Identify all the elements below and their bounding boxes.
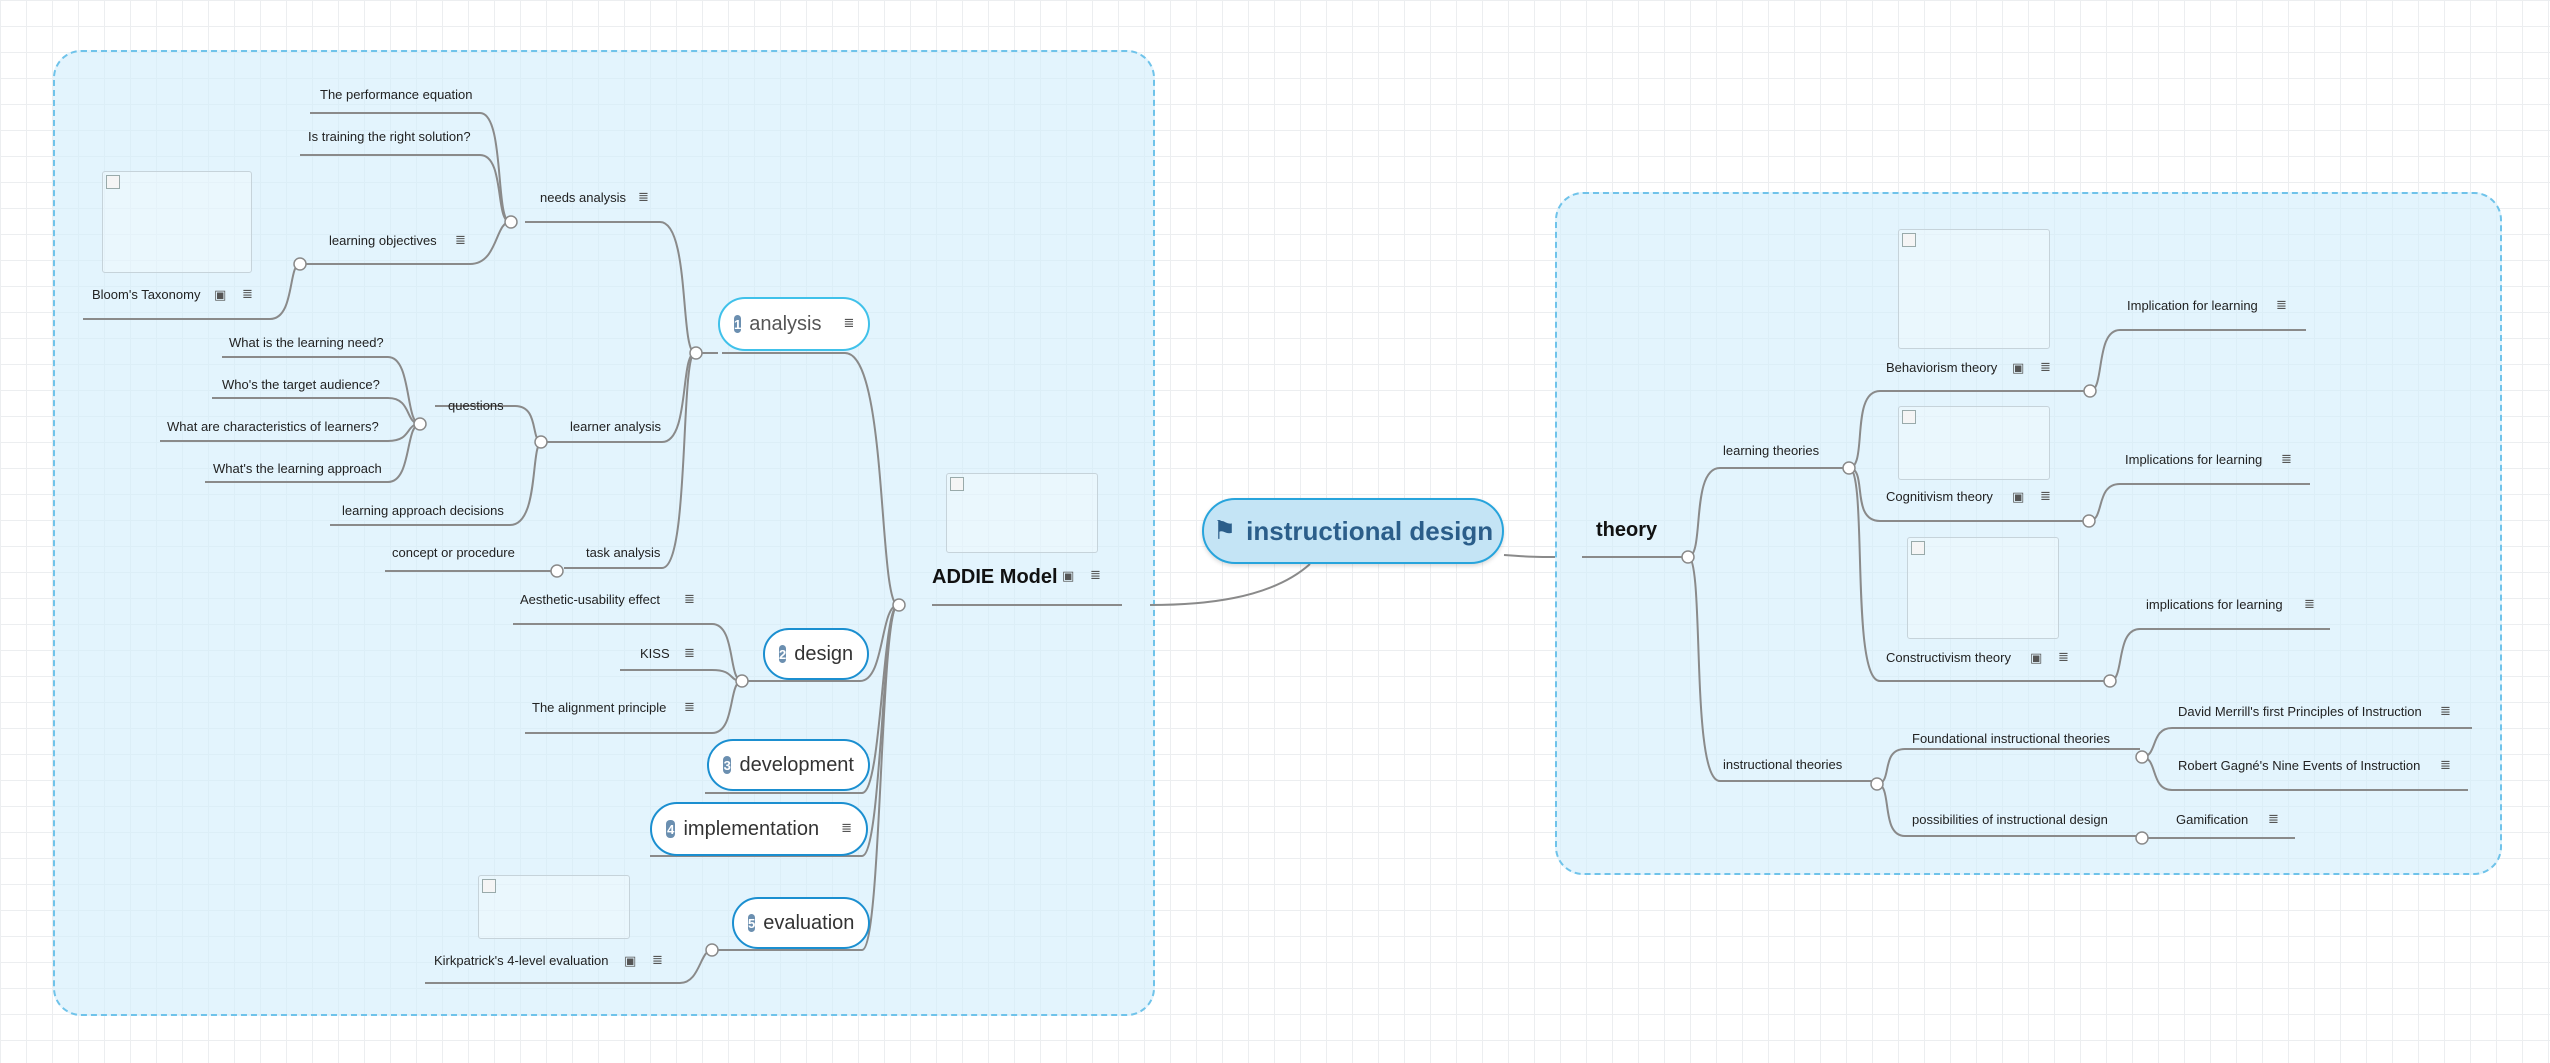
notes-icon[interactable]: ≣ bbox=[2058, 650, 2069, 665]
cognitivism-implications[interactable]: Implications for learning bbox=[2125, 452, 2263, 467]
training-right-solution[interactable]: Is training the right solution? bbox=[308, 129, 471, 144]
image-icon[interactable]: ▣ bbox=[624, 954, 637, 969]
notes-icon[interactable]: ≣ bbox=[2268, 812, 2279, 827]
constructivism-implications[interactable]: implications for learning bbox=[2146, 597, 2283, 612]
notes-icon[interactable]: ≣ bbox=[684, 592, 695, 607]
design-label: design bbox=[794, 642, 854, 665]
cognitivism-image bbox=[1898, 406, 2050, 480]
cognitivism-theory[interactable]: Cognitivism theory bbox=[1886, 489, 1993, 504]
notes-icon[interactable]: ≣ bbox=[638, 190, 649, 205]
development-label: development bbox=[739, 753, 854, 776]
questions[interactable]: questions bbox=[448, 398, 504, 413]
number-5-icon: 5 bbox=[748, 914, 756, 932]
aesthetic-usability-effect[interactable]: Aesthetic-usability effect bbox=[520, 592, 660, 607]
notes-icon[interactable]: ≣ bbox=[684, 646, 695, 661]
notes-icon[interactable]: ≣ bbox=[2281, 452, 2292, 467]
analysis-label: analysis bbox=[749, 312, 822, 335]
kirkpatrick-evaluation[interactable]: Kirkpatrick's 4-level evaluation bbox=[434, 953, 609, 968]
theory-label[interactable]: theory bbox=[1596, 519, 1658, 541]
possibilities-instructional-design[interactable]: possibilities of instructional design bbox=[1912, 812, 2108, 827]
question-target-audience[interactable]: Who's the target audience? bbox=[222, 377, 380, 392]
image-icon[interactable]: ▣ bbox=[1062, 569, 1075, 584]
implementation-topic[interactable]: 4 implementation ≣ bbox=[650, 802, 868, 856]
notes-icon[interactable]: ≣ bbox=[2040, 489, 2051, 504]
image-icon[interactable]: ▣ bbox=[2012, 490, 2025, 505]
notes-icon[interactable]: ≣ bbox=[1090, 568, 1101, 583]
needs-analysis[interactable]: needs analysis bbox=[540, 190, 626, 205]
constructivism-theory[interactable]: Constructivism theory bbox=[1886, 650, 2011, 665]
analysis-topic[interactable]: 1 analysis ≣ bbox=[718, 297, 870, 351]
performance-equation[interactable]: The performance equation bbox=[320, 87, 473, 102]
development-topic[interactable]: 3 development bbox=[707, 739, 870, 791]
merrill-principles[interactable]: David Merrill's first Principles of Inst… bbox=[2178, 704, 2422, 719]
implementation-label: implementation bbox=[683, 817, 820, 840]
foundational-instructional-theories[interactable]: Foundational instructional theories bbox=[1912, 731, 2111, 746]
number-4-icon: 4 bbox=[666, 820, 676, 838]
number-1-icon: 1 bbox=[734, 315, 742, 333]
notes-icon[interactable]: ≣ bbox=[2040, 360, 2051, 375]
central-topic-label: instructional design bbox=[1246, 515, 1494, 546]
addie-model-label[interactable]: ADDIE Model bbox=[932, 566, 1058, 588]
gamification[interactable]: Gamification bbox=[2176, 812, 2249, 827]
notes-icon[interactable]: ≣ bbox=[841, 821, 852, 836]
notes-icon[interactable]: ≣ bbox=[2304, 597, 2315, 612]
notes-icon[interactable]: ≣ bbox=[2440, 758, 2451, 773]
constructivism-image bbox=[1907, 537, 2059, 639]
image-icon[interactable]: ▣ bbox=[2012, 361, 2025, 376]
kiss[interactable]: KISS bbox=[640, 646, 670, 661]
notes-icon[interactable]: ≣ bbox=[684, 700, 695, 715]
question-learner-characteristics[interactable]: What are characteristics of learners? bbox=[167, 419, 379, 434]
notes-icon[interactable]: ≣ bbox=[455, 233, 466, 248]
learner-analysis[interactable]: learner analysis bbox=[570, 419, 662, 434]
notes-icon[interactable]: ≣ bbox=[2440, 704, 2451, 719]
notes-icon[interactable]: ≣ bbox=[843, 316, 855, 331]
question-learning-need[interactable]: What is the learning need? bbox=[229, 335, 384, 350]
number-3-icon: 3 bbox=[723, 756, 732, 774]
number-2-icon: 2 bbox=[779, 645, 787, 663]
gagne-nine-events[interactable]: Robert Gagné's Nine Events of Instructio… bbox=[2178, 758, 2421, 773]
learning-approach-decisions[interactable]: learning approach decisions bbox=[342, 503, 504, 518]
notes-icon[interactable]: ≣ bbox=[2276, 298, 2287, 313]
behaviorism-implication[interactable]: Implication for learning bbox=[2127, 298, 2258, 313]
learning-objectives[interactable]: learning objectives bbox=[329, 233, 437, 248]
notes-icon[interactable]: ≣ bbox=[242, 287, 253, 302]
image-icon[interactable]: ▣ bbox=[2030, 651, 2043, 666]
blooms-taxonomy-image bbox=[102, 171, 252, 273]
concept-or-procedure[interactable]: concept or procedure bbox=[392, 545, 515, 560]
behaviorism-theory[interactable]: Behaviorism theory bbox=[1886, 360, 1998, 375]
notes-icon[interactable]: ≣ bbox=[652, 953, 663, 968]
addie-image bbox=[946, 473, 1098, 553]
behaviorism-image bbox=[1898, 229, 2050, 349]
design-topic[interactable]: 2 design bbox=[763, 628, 869, 680]
instructional-theories[interactable]: instructional theories bbox=[1723, 757, 1843, 772]
task-analysis[interactable]: task analysis bbox=[586, 545, 661, 560]
blooms-taxonomy[interactable]: Bloom's Taxonomy bbox=[92, 287, 201, 302]
question-learning-approach[interactable]: What's the learning approach bbox=[213, 461, 382, 476]
kirkpatrick-image bbox=[478, 875, 630, 939]
central-topic[interactable]: ⚑ instructional design bbox=[1202, 498, 1504, 564]
image-icon[interactable]: ▣ bbox=[214, 288, 227, 303]
evaluation-label: evaluation bbox=[763, 911, 855, 934]
evaluation-topic[interactable]: 5 evaluation bbox=[732, 897, 870, 949]
addie-group-boundary bbox=[53, 50, 1155, 1016]
alignment-principle[interactable]: The alignment principle bbox=[532, 700, 667, 715]
flag-icon: ⚑ bbox=[1212, 516, 1237, 546]
learning-theories[interactable]: learning theories bbox=[1723, 443, 1820, 458]
theory-group-boundary bbox=[1555, 192, 2502, 875]
